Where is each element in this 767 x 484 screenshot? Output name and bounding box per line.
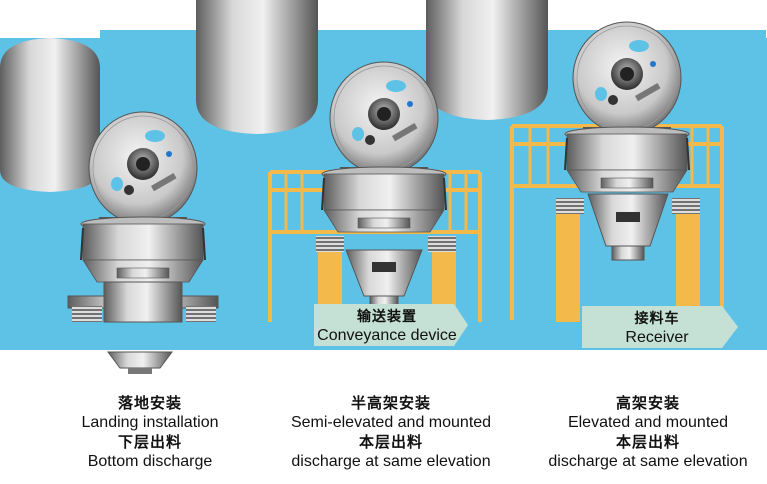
caption-elevated-en2: discharge at same elevation bbox=[548, 453, 748, 470]
hopper-left bbox=[0, 38, 100, 192]
caption-semi-zh1: 半高架安装 bbox=[350, 394, 431, 412]
caption-semi-en1: Semi-elevated and mounted bbox=[290, 414, 492, 431]
hopper-middle bbox=[196, 0, 318, 134]
conveyance-label-zh: 输送装置 bbox=[357, 309, 417, 325]
caption-elevated: 高架安装 Elevated and mounted 本层出料 discharge… bbox=[535, 394, 761, 472]
receiver-label: 接料车 Receiver bbox=[582, 311, 732, 347]
receiver-label-en: Receiver bbox=[625, 329, 689, 346]
caption-semi-elevated: 半高架安装 Semi-elevated and mounted 本层出料 dis… bbox=[278, 394, 504, 472]
caption-landing-zh1: 落地安装 bbox=[117, 394, 182, 412]
caption-landing-zh2: 下层出料 bbox=[117, 433, 182, 451]
centrifuge-elevated bbox=[510, 21, 724, 322]
conveyance-label-en: Conveyance device bbox=[317, 327, 457, 344]
caption-elevated-zh2: 本层出料 bbox=[615, 433, 680, 451]
receiver-tag bbox=[582, 306, 738, 348]
receiver-label-zh: 接料车 bbox=[634, 311, 680, 327]
centrifuge-landing bbox=[67, 111, 219, 374]
caption-semi-en2: discharge at same elevation bbox=[291, 453, 491, 470]
caption-landing-en2: Bottom discharge bbox=[87, 453, 213, 470]
conveyance-tag bbox=[314, 304, 468, 346]
caption-elevated-zh1: 高架安装 bbox=[615, 394, 680, 412]
caption-semi-zh2: 本层出料 bbox=[358, 433, 423, 451]
hopper-right bbox=[426, 0, 548, 120]
conveyance-label: 输送装置 Conveyance device bbox=[314, 309, 460, 345]
caption-elevated-en1: Elevated and mounted bbox=[567, 414, 729, 431]
caption-landing-en1: Landing installation bbox=[81, 414, 219, 431]
caption-landing: 落地安装 Landing installation 下层出料 Bottom di… bbox=[50, 394, 250, 472]
